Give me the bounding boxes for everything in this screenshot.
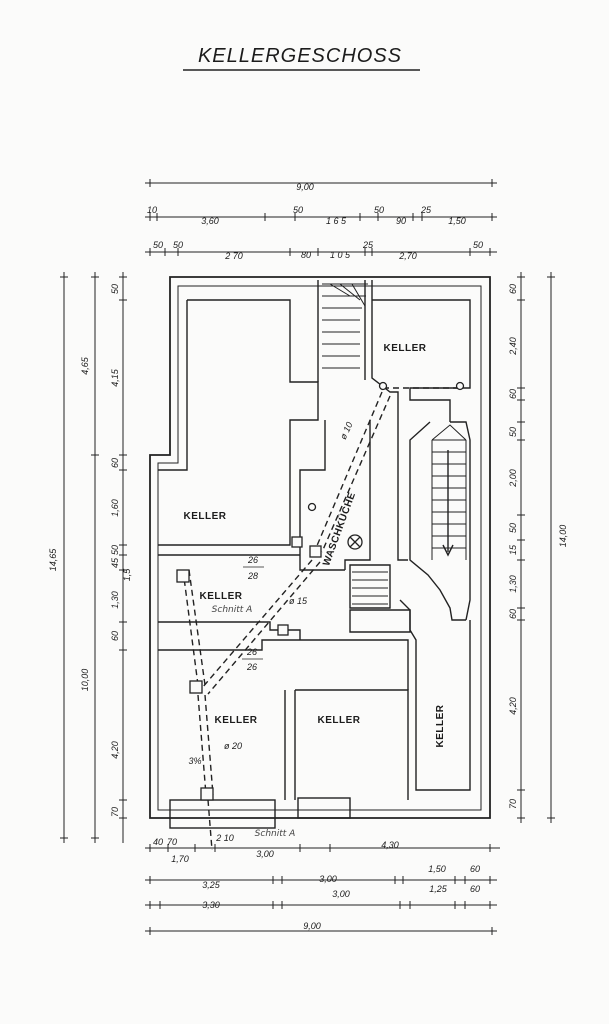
dim-top-r1-5: 90 <box>396 216 406 226</box>
dim-right-r-3: 50 <box>508 427 518 437</box>
dim-bottom-r1-0: 40 <box>153 837 163 847</box>
dim-bottom-r3-3: 60 <box>470 884 480 894</box>
dim-bottom-r1-3: 3,00 <box>256 849 274 859</box>
dim-bottom-r3-2: 1,25 <box>429 884 448 894</box>
room-keller-s: KELLER <box>318 715 361 726</box>
dim-bottom-r2-0: 3,25 <box>202 880 221 890</box>
stair-small <box>352 571 388 605</box>
section-label-a-mid: Schnitt A <box>212 605 253 615</box>
dimension-lines <box>60 179 555 935</box>
dim-top-r1-1: 3,60 <box>201 216 219 226</box>
plan-title: KELLERGESCHOSS <box>198 45 402 67</box>
dim-bottom-r1-1: 70 <box>167 837 177 847</box>
dim-left-r-7: 1,30 <box>110 591 120 609</box>
dim-bottom-r1-5: 4,30 <box>381 840 399 850</box>
dim-left-r-10: 70 <box>110 807 120 817</box>
interior-walls <box>158 280 471 829</box>
dim-left-a: 4,65 <box>80 356 90 375</box>
dim-bottom-r1-4: 2 10 <box>215 833 234 843</box>
dim-bottom-total: 9,00 <box>303 921 321 931</box>
stair-east <box>431 424 467 560</box>
dim-right-r-7: 1,30 <box>508 575 518 593</box>
dim-left-r-4: 50 <box>110 545 120 555</box>
dim-left-r-0: 50 <box>110 284 120 294</box>
dim-top-r2-1: 50 <box>173 240 183 250</box>
dim-left-r-5: 45 <box>110 557 120 568</box>
fixtures <box>176 381 465 801</box>
dim-bottom-r3-0: 3,30 <box>202 900 220 910</box>
section-label-a-bottom: Schnitt A <box>255 829 296 839</box>
dim-top-r2-5: 25 <box>362 240 374 250</box>
pipe-diameter-20: ø 20 <box>224 741 242 751</box>
room-keller-sw: KELLER <box>215 715 258 726</box>
dim-top-r2-0: 50 <box>153 240 163 250</box>
dim-right-r-8: 60 <box>508 609 518 619</box>
dim-bottom-r3-1: 3,00 <box>332 889 350 899</box>
dim-right-r-6: 15 <box>508 544 518 555</box>
room-waschkueche: WASCHKÜCHE <box>319 490 358 568</box>
dim-right-r-10: 70 <box>508 799 518 809</box>
dim-right-r-0: 60 <box>508 284 518 294</box>
room-keller-nw: KELLER <box>184 511 227 522</box>
pipe-diameter-15: ø 15 <box>289 596 308 606</box>
stair-top <box>322 283 368 369</box>
dim-left-b: 10,00 <box>80 669 90 692</box>
dim-top-r1-4: 50 <box>374 205 384 215</box>
chimney-size-top: 26 <box>247 555 258 565</box>
dim-right-total: 14,00 <box>558 525 568 548</box>
dim-top-r1-0: 10 <box>147 205 157 215</box>
dim-left-r-3: 1,60 <box>110 499 120 517</box>
dim-right-r-9: 4,20 <box>508 697 518 715</box>
outer-walls <box>149 276 491 819</box>
dim-right-r-2: 60 <box>508 389 518 399</box>
dim-bottom-r2-2: 1,50 <box>428 864 446 874</box>
dim-right-r-1: 2,40 <box>508 337 518 356</box>
chimney2-size-top: 26 <box>246 647 257 657</box>
dim-right-r-4: 2,00 <box>508 469 518 488</box>
dim-top-r1-3: 1 6 5 <box>326 216 347 226</box>
dim-top-r2-4: 1 0 5 <box>330 250 351 260</box>
dim-top-r1-7: 1,50 <box>448 216 466 226</box>
dim-right-r-5: 50 <box>508 523 518 533</box>
pipe-slope: 3% <box>188 756 201 766</box>
dim-top-r2-3: 80 <box>301 250 311 260</box>
dim-left-r-1: 4,15 <box>110 368 120 387</box>
dim-left-r-8: 60 <box>110 631 120 641</box>
chimney-size-bottom: 28 <box>247 571 258 581</box>
room-keller-mid: KELLER <box>200 591 243 602</box>
dim-left-r-2: 60 <box>110 458 120 468</box>
dim-bottom-r2-1: 3,00 <box>319 874 337 884</box>
dim-top-total: 9,00 <box>296 182 314 192</box>
dim-bottom-r1-2: 1,70 <box>171 854 189 864</box>
dim-top-r2-7: 50 <box>473 240 483 250</box>
room-keller-ne: KELLER <box>384 343 427 354</box>
chimney2-size-bottom: 26 <box>246 662 257 672</box>
dim-top-r1-6: 25 <box>420 205 432 215</box>
dim-top-r1-2: 50 <box>293 205 303 215</box>
dim-left-r-6: 1,5 <box>122 568 132 582</box>
drain-pipes <box>182 387 460 851</box>
dim-left-r-9: 4,20 <box>110 741 120 759</box>
dim-top-r2-6: 2,70 <box>398 251 417 261</box>
dim-bottom-r2-3: 60 <box>470 864 480 874</box>
pipe-diameter-10: ø 10 <box>338 420 355 441</box>
dim-left-total: 14,65 <box>48 548 58 572</box>
room-keller-e: KELLER <box>435 704 446 747</box>
dim-top-r2-2: 2 70 <box>224 251 243 261</box>
